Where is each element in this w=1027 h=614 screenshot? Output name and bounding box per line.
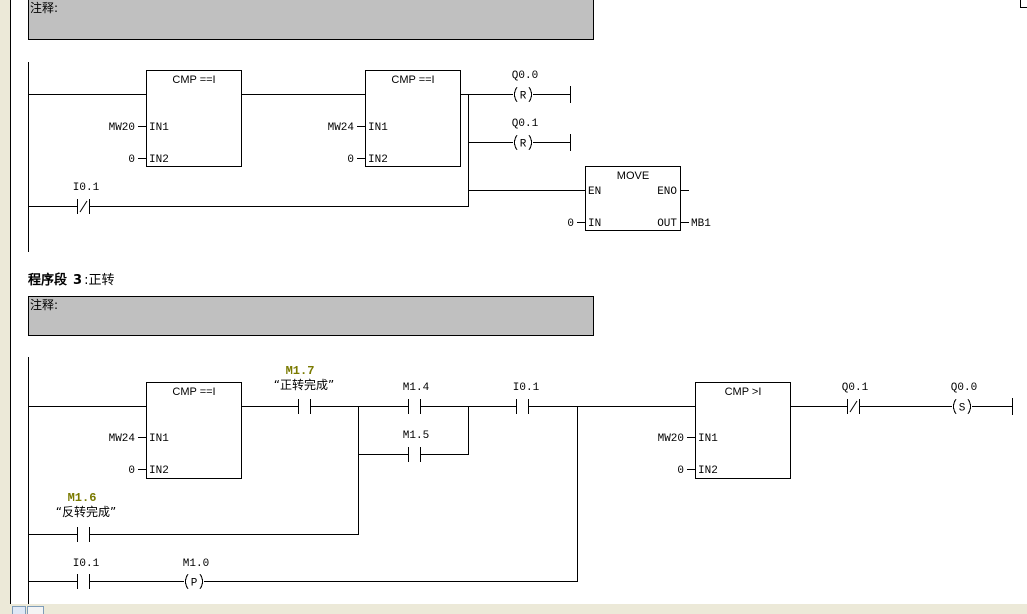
- coil-address: M1.0: [183, 558, 209, 570]
- contact-address: I0.1: [513, 382, 540, 394]
- contact-address: I0.1: [73, 182, 100, 194]
- no-contact[interactable]: I0.1: [513, 382, 540, 414]
- operand[interactable]: 0: [677, 465, 684, 477]
- coil-address: Q0.0: [951, 382, 977, 394]
- left-frame: [0, 0, 10, 614]
- scroll-button[interactable]: [27, 606, 44, 614]
- cmp-gt-block[interactable]: CMP >I IN1 IN2 MW20 0: [658, 382, 791, 479]
- comment-label: 注释:: [30, 297, 58, 312]
- pin-label: ENO: [657, 186, 677, 198]
- no-contact[interactable]: M1.4: [403, 382, 430, 414]
- contact-address: M1.6: [68, 491, 97, 505]
- ladder-view-icon[interactable]: [12, 606, 26, 614]
- pin-label: IN1: [698, 433, 718, 445]
- pin-label: IN1: [368, 122, 388, 134]
- comment-label: 注释:: [30, 0, 58, 15]
- no-contact[interactable]: M1.6 “反转完成”: [56, 491, 116, 542]
- contact-address: M1.4: [403, 382, 430, 394]
- reset-coil[interactable]: Q0.0 R: [512, 70, 571, 103]
- move-block[interactable]: MOVE EN ENO IN OUT 0 MB1: [567, 166, 711, 231]
- comment-box[interactable]: [28, 0, 594, 40]
- operand[interactable]: MB1: [691, 218, 711, 230]
- block-title: CMP ==I: [172, 74, 215, 86]
- reset-coil[interactable]: Q0.1 R: [512, 118, 571, 151]
- operand[interactable]: 0: [128, 154, 135, 166]
- network-2: 注释: CMP ==I IN1 IN2 MW20 0 CMP ==I IN1 I…: [28, 0, 711, 252]
- coil-type: P: [191, 578, 198, 590]
- pin-label: IN1: [149, 122, 169, 134]
- coil-type: S: [959, 403, 966, 415]
- pin-label: IN2: [368, 154, 388, 166]
- no-contact[interactable]: M1.5: [403, 430, 429, 462]
- block-title: CMP ==I: [172, 386, 215, 398]
- set-coil[interactable]: Q0.0 S: [951, 382, 1013, 415]
- operand[interactable]: 0: [347, 154, 354, 166]
- block-title: CMP >I: [725, 386, 762, 398]
- coil-type: R: [520, 139, 527, 151]
- nc-contact[interactable]: I0.1: [73, 182, 100, 214]
- nc-contact[interactable]: Q0.1: [842, 382, 869, 414]
- pin-label: IN2: [698, 465, 718, 477]
- pin-label: IN1: [149, 433, 169, 445]
- contact-address: M1.5: [403, 430, 429, 442]
- no-contact[interactable]: I0.1: [73, 558, 100, 589]
- contact-address: Q0.1: [842, 382, 869, 394]
- no-contact[interactable]: M1.7 “正转完成”: [274, 364, 334, 414]
- pin-label: IN2: [149, 154, 169, 166]
- pin-label: EN: [588, 186, 601, 198]
- operand[interactable]: MW24: [328, 122, 355, 134]
- horizontal-scrollbar[interactable]: [0, 604, 1027, 614]
- cmp-eq-block[interactable]: CMP ==I IN1 IN2 MW24 0: [328, 70, 461, 167]
- contact-address: M1.7: [286, 364, 315, 378]
- operand[interactable]: MW24: [109, 433, 136, 445]
- pin-label: IN: [588, 218, 601, 230]
- pin-label: OUT: [657, 218, 677, 230]
- coil-type: R: [520, 91, 527, 103]
- positive-edge-coil[interactable]: M1.0 P: [183, 558, 209, 590]
- operand[interactable]: MW20: [658, 433, 684, 445]
- operand[interactable]: 0: [567, 218, 574, 230]
- operand[interactable]: 0: [128, 465, 135, 477]
- pin-label: IN2: [149, 465, 169, 477]
- operand[interactable]: MW20: [109, 122, 135, 134]
- contact-symbol: “反转完成”: [56, 504, 116, 519]
- contact-symbol: “正转完成”: [274, 377, 334, 392]
- cmp-eq-block[interactable]: CMP ==I IN1 IN2 MW20 0: [109, 70, 242, 167]
- coil-address: Q0.1: [512, 118, 539, 130]
- cmp-eq-block[interactable]: CMP ==I IN1 IN2 MW24 0: [109, 382, 242, 479]
- block-title: MOVE: [617, 170, 649, 182]
- block-title: CMP ==I: [391, 74, 434, 86]
- contact-address: I0.1: [73, 558, 100, 570]
- coil-address: Q0.0: [512, 70, 538, 82]
- comment-box[interactable]: [28, 296, 594, 336]
